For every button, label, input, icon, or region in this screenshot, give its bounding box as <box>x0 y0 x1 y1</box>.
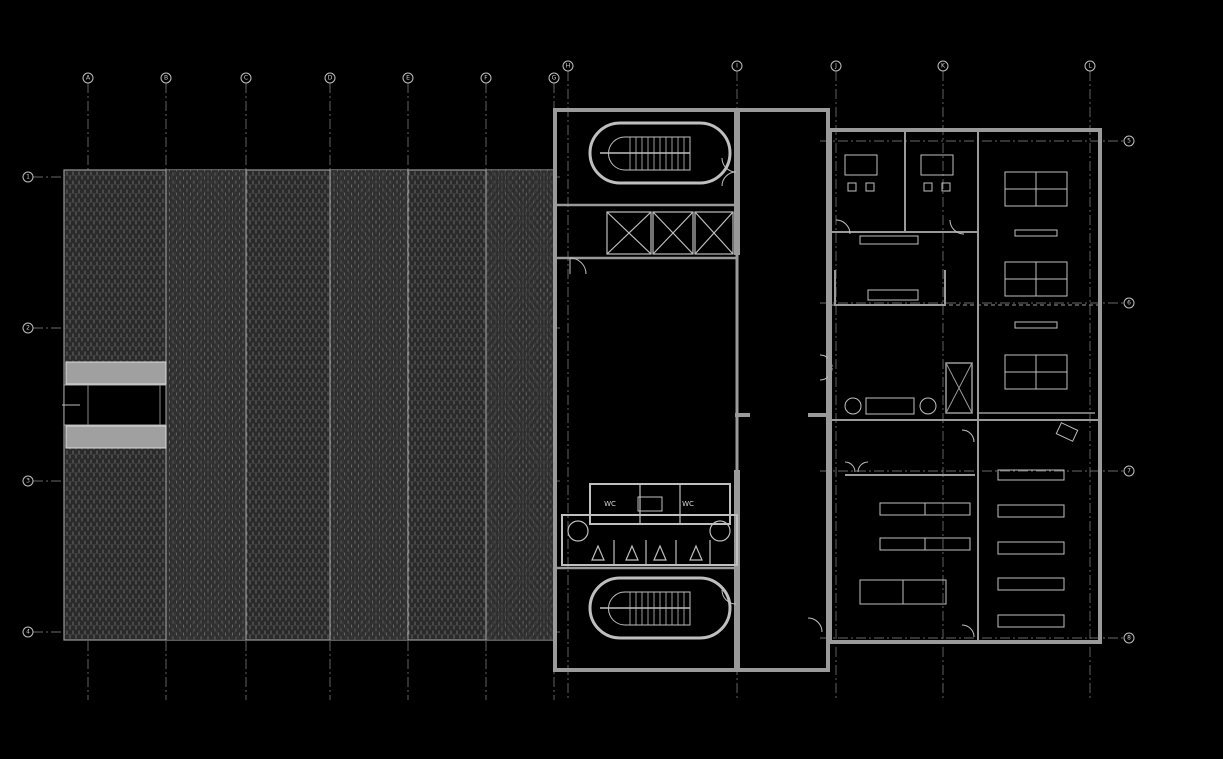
deck-opening <box>62 361 167 449</box>
grid-bubble-J-label: J <box>834 63 837 70</box>
grid-bubble-H-label: H <box>566 63 571 70</box>
grid-bubble-G: G <box>548 72 560 84</box>
restroom-block <box>561 483 738 566</box>
grid-bubble-I: I <box>731 60 743 72</box>
grid-bubble-row-5: 5 <box>1123 135 1135 147</box>
grid-bubble-J: J <box>830 60 842 72</box>
grid-bubble-row-4-label: 4 <box>26 629 30 636</box>
grid-bubble-row-6: 6 <box>1123 297 1135 309</box>
grid-bubble-B: B <box>160 72 172 84</box>
grid-bubble-row-2-label: 2 <box>26 325 30 332</box>
grid-bubble-E: E <box>402 72 414 84</box>
grid-bubble-row-5-label: 5 <box>1127 138 1131 145</box>
office-wing-walls <box>828 128 1102 644</box>
grid-bubble-row-1-label: 1 <box>26 174 30 181</box>
grid-bubble-D: D <box>324 72 336 84</box>
grid-bubble-K: K <box>937 60 949 72</box>
grid-bubble-row-4: 4 <box>22 626 34 638</box>
grid-bubble-B-label: B <box>164 75 168 82</box>
grid-bubble-L: L <box>1084 60 1096 72</box>
grid-bubble-A-label: A <box>86 75 91 82</box>
stair-upper <box>588 121 732 185</box>
grid-bubble-row-1: 1 <box>22 171 34 183</box>
grid-bubble-row-8: 8 <box>1123 632 1135 644</box>
grid-bubble-row-3: 3 <box>22 475 34 487</box>
grid-bubble-row-7: 7 <box>1123 465 1135 477</box>
stair-lower <box>588 576 732 640</box>
core-doors <box>569 157 833 633</box>
grid-bubble-row-2: 2 <box>22 322 34 334</box>
grid-bubbles: A B C D E F G H I J K L 1 2 3 4 5 6 7 8 <box>22 60 1135 644</box>
grid-bubble-row-7-label: 7 <box>1127 468 1131 475</box>
core-walls <box>553 108 830 672</box>
grid-bubble-I-label: I <box>736 63 738 70</box>
grid-bubble-E-label: E <box>406 75 410 82</box>
grid-bubble-F-label: F <box>484 75 488 82</box>
office-furniture <box>835 154 1079 638</box>
grid-bubble-row-6-label: 6 <box>1127 300 1131 307</box>
grid-bubble-G-label: G <box>552 75 557 82</box>
grid-bubble-K-label: K <box>941 63 946 70</box>
grid-bubble-row-8-label: 8 <box>1127 635 1131 642</box>
grid-bubble-C-label: C <box>244 75 248 82</box>
elevator-shafts <box>606 211 734 255</box>
wc-label-left: WC <box>604 500 616 508</box>
grid-bubble-L-label: L <box>1088 63 1092 70</box>
grid-bubble-A: A <box>82 72 94 84</box>
wc-label-right: WC <box>682 500 694 508</box>
grid-bubble-H: H <box>562 60 574 72</box>
grid-bubble-row-3-label: 3 <box>26 478 30 485</box>
grid-bubble-D-label: D <box>328 75 333 82</box>
grid-bubble-C: C <box>240 72 252 84</box>
grid-bubble-F: F <box>480 72 492 84</box>
